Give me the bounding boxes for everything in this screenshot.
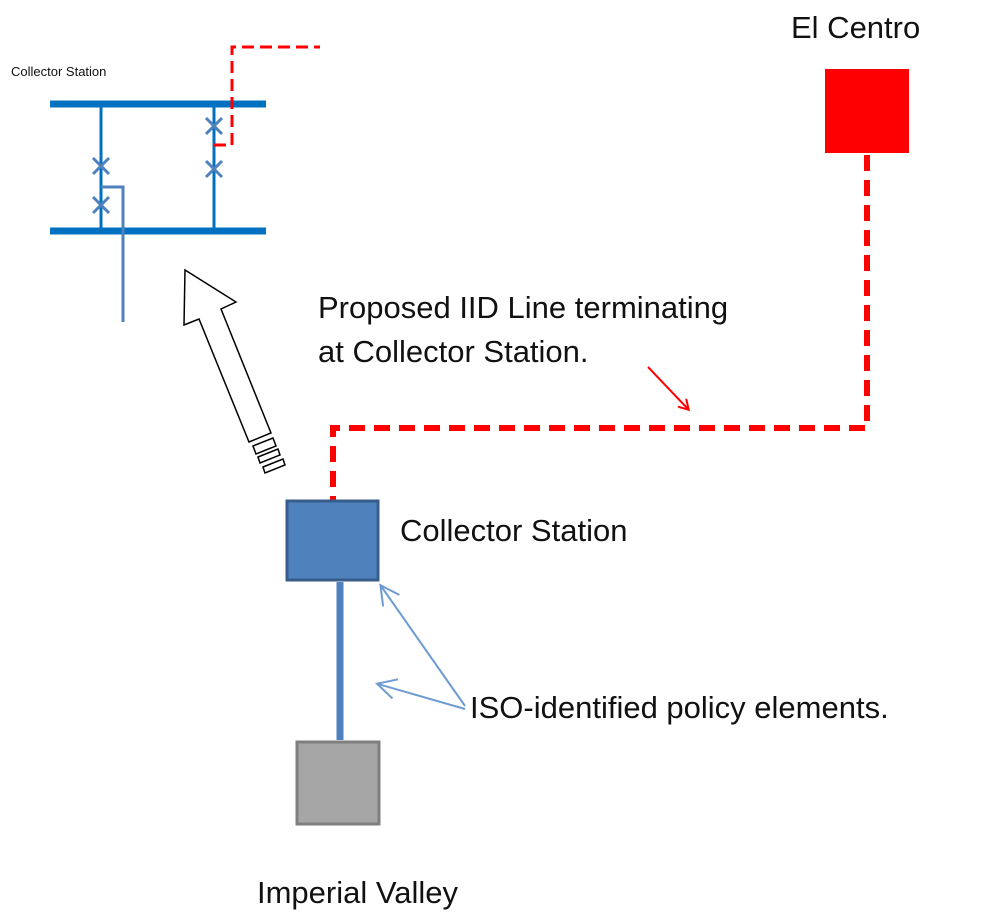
proposed-line-label: Proposed IID Line terminating [318,290,728,325]
inset-collector-diagram: Collector Station [11,45,320,322]
inset-breaker-icon [91,195,111,215]
proposed-line-callout-arrow [647,366,688,409]
zoom-arrow-body [183,268,272,443]
imperial-valley-label: Imperial Valley [257,875,459,910]
inset-breaker-icon [204,159,224,179]
inset-breaker-icon [204,116,224,136]
zoom-arrow-tail-segment [262,458,286,474]
imperial-valley-box [295,740,381,826]
zoom-arrow-tail-segment [252,437,277,455]
proposed-iid-line [330,155,870,502]
policy-callout-arrow-to-line [378,684,466,710]
collector-station-box [285,499,380,582]
policy-callout-arrow-to-station [381,586,466,707]
inset-feeder-line [101,185,125,322]
zoom-arrow [183,268,286,474]
collector-station-label: Collector Station [400,513,627,548]
proposed-line-label: at Collector Station. [318,334,589,369]
zoom-arrow-tail-segment [257,448,281,464]
el-centro-box [825,69,909,153]
el-centro-label: El Centro [791,10,920,45]
inset-proposed-iid-line [214,45,320,147]
policy-elements-label: ISO-identified policy elements. [470,690,889,725]
inset-title: Collector Station [11,64,106,79]
inset-breaker-icon [91,156,111,176]
